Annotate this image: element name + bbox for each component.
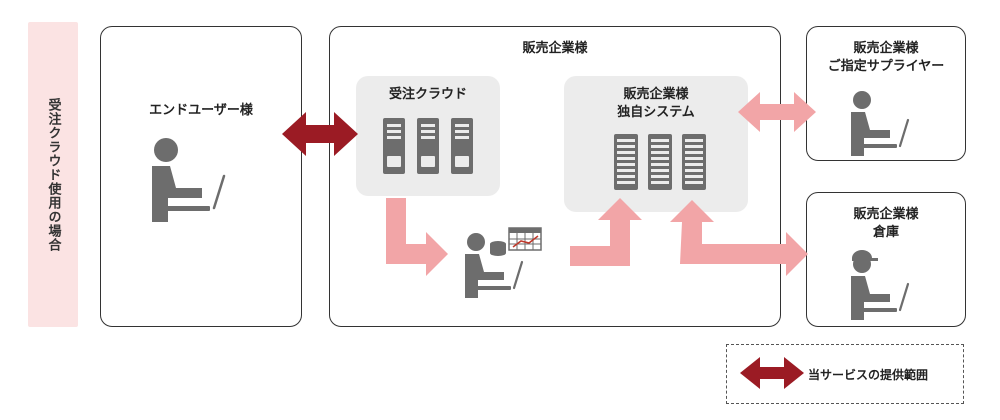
arrow-system-supplier	[738, 92, 816, 132]
seller-system-racks-icon	[614, 134, 706, 190]
legend-arrow-icon	[740, 357, 804, 389]
operator-person-icon	[465, 233, 524, 298]
spreadsheet-icon	[508, 227, 542, 251]
warehouse-line1: 販売企業様	[853, 207, 919, 222]
warehouse-box	[806, 192, 966, 327]
supplier-person-icon	[851, 91, 910, 156]
arrow-enduser-ordercloud	[282, 112, 358, 156]
end-user-title: エンドユーザー様	[149, 103, 253, 118]
arrow-cloud-to-operator	[386, 198, 448, 276]
supplier-line1: 販売企業様	[853, 41, 919, 56]
database-icon	[490, 241, 506, 256]
warehouse-line2: 倉庫	[872, 225, 899, 240]
seller-title: 販売企業様	[522, 41, 588, 56]
order-cloud-servers-icon	[383, 118, 473, 174]
side-band	[28, 22, 78, 327]
order-cloud-title: 受注クラウド	[388, 87, 467, 102]
seller-system-line1: 販売企業様	[623, 87, 689, 102]
seller-system-line2: 独自システム	[617, 105, 695, 120]
side-label: 受注クラウド使用の場合	[45, 97, 61, 252]
warehouse-worker-icon	[851, 250, 910, 320]
flow-arrows	[386, 92, 816, 276]
arrow-system-to-warehouse	[670, 200, 808, 276]
legend-label: 当サービスの提供範囲	[808, 368, 929, 382]
end-user-person-icon	[150, 136, 226, 224]
arrow-operator-to-system	[570, 198, 642, 266]
end-user-box	[100, 26, 302, 327]
supplier-box	[806, 26, 966, 161]
legend-box	[726, 344, 964, 404]
supplier-line2: ご指定サプライヤー	[827, 59, 945, 74]
